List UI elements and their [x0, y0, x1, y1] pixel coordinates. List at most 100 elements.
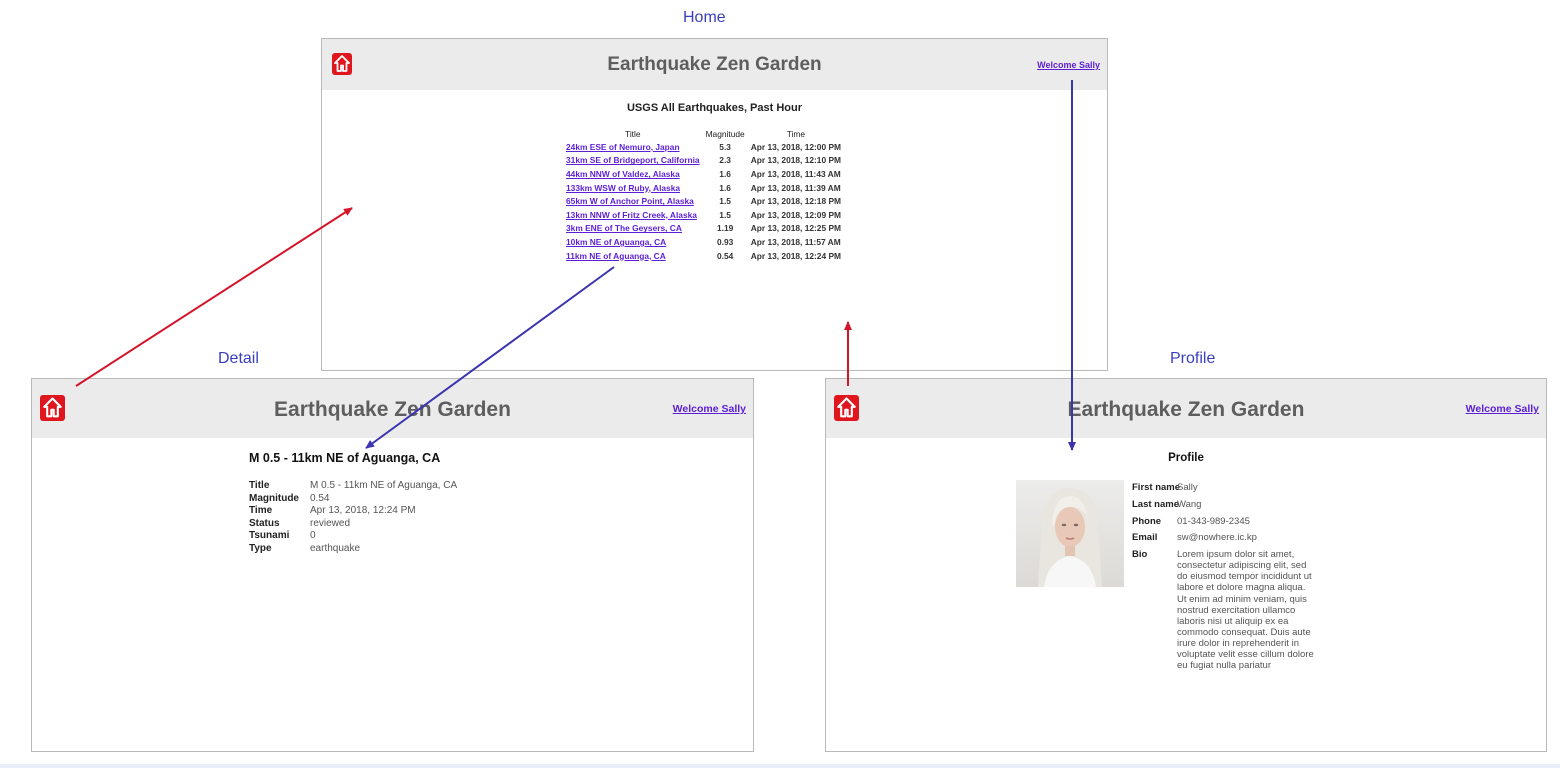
magnitude-cell: 2.3: [719, 155, 731, 166]
field-label: Bio: [1132, 549, 1148, 561]
time-cell: Apr 13, 2018, 12:18 PM: [750, 196, 842, 207]
earthquake-link[interactable]: 3km ENE of The Geysers, CA: [566, 223, 682, 234]
detail-screen-label: Detail: [218, 350, 259, 367]
detail-row-title: Title M 0.5 - 11km NE of Aguanga, CA: [249, 480, 457, 493]
field-label: Type: [249, 542, 272, 554]
profile-row-bio: Bio Lorem ipsum dolor sit amet, consectet…: [1132, 547, 1317, 671]
earthquake-table: Title Magnitude Time 24km ESE of Nemuro,…: [563, 128, 844, 262]
welcome-link[interactable]: Welcome Sally: [1037, 60, 1100, 70]
field-value: earthquake: [310, 542, 361, 554]
field-label: Time: [249, 505, 273, 516]
earthquake-link[interactable]: 11km NE of Aguanga, CA: [566, 250, 666, 261]
table-row: 44km NNW of Valdez, Alaska 1.6 Apr 13, 2…: [563, 167, 844, 181]
detail-screen: Earthquake Zen Garden Welcome Sally M 0.…: [31, 378, 754, 752]
field-label: Status: [249, 517, 280, 529]
detail-row-type: Type earthquake: [249, 543, 457, 556]
field-value: sw@nowhere.ic.kp: [1177, 532, 1257, 544]
detail-row-magnitude: Magnitude 0.54: [249, 493, 457, 506]
field-value: Lorem ipsum dolor sit amet, consectetur …: [1177, 549, 1314, 672]
profile-screen: Earthquake Zen Garden Welcome Sally Prof…: [825, 378, 1547, 752]
earthquake-link[interactable]: 24km ESE of Nemuro, Japan: [566, 141, 680, 152]
earthquake-link[interactable]: 44km NNW of Valdez, Alaska: [566, 168, 680, 179]
field-value: Apr 13, 2018, 12:24 PM: [310, 505, 416, 516]
profile-row-email: Email sw@nowhere.ic.kp: [1132, 530, 1317, 547]
welcome-link[interactable]: Welcome Sally: [672, 403, 746, 415]
field-value: 0.54: [310, 492, 330, 504]
time-cell: Apr 13, 2018, 12:00 PM: [750, 141, 842, 152]
app-title: Earthquake Zen Garden: [607, 54, 822, 75]
house-icon[interactable]: [834, 395, 859, 421]
profile-heading: Profile: [1168, 452, 1204, 464]
detail-row-status: Status reviewed: [249, 518, 457, 531]
field-label: First name: [1132, 482, 1181, 493]
field-value: M 0.5 - 11km NE of Aguanga, CA: [310, 480, 458, 491]
field-value: Sally: [1177, 482, 1198, 493]
magnitude-cell: 0.93: [716, 236, 734, 247]
earthquake-link[interactable]: 10km NE of Aguanga, CA: [566, 236, 667, 247]
table-row: 133km WSW of Ruby, Alaska 1.6 Apr 13, 20…: [563, 181, 844, 195]
field-label: Email: [1132, 532, 1158, 544]
field-label: Tsunami: [249, 530, 290, 541]
page-subtitle: USGS All Earthquakes, Past Hour: [626, 102, 803, 114]
profile-row-phone: Phone 01-343-989-2345: [1132, 514, 1317, 531]
field-value: Wang: [1177, 498, 1202, 510]
app-title: Earthquake Zen Garden: [274, 398, 511, 421]
home-screen-label: Home: [683, 9, 726, 26]
column-header-title[interactable]: Title: [625, 128, 641, 139]
house-icon[interactable]: [332, 53, 352, 75]
app-title: Earthquake Zen Garden: [1067, 398, 1305, 421]
magnitude-cell: 5.3: [719, 141, 731, 152]
field-value: reviewed: [310, 517, 351, 529]
table-row: 31km SE of Bridgeport, California 2.3 Ap…: [563, 154, 844, 168]
header-bar: Earthquake Zen Garden Welcome Sally: [826, 379, 1546, 438]
detail-fields: Title M 0.5 - 11km NE of Aguanga, CA Magn…: [249, 480, 457, 555]
earthquake-link[interactable]: 13km NNW of Fritz Creek, Alaska: [566, 209, 697, 220]
magnitude-cell: 1.5: [719, 196, 731, 207]
earthquake-link[interactable]: 133km WSW of Ruby, Alaska: [566, 182, 681, 193]
time-cell: Apr 13, 2018, 12:09 PM: [750, 209, 842, 220]
bottom-strip: [0, 764, 1560, 768]
field-label: Phone: [1132, 515, 1162, 527]
profile-screen-label: Profile: [1170, 350, 1216, 367]
field-label: Title: [249, 480, 270, 491]
table-row: 10km NE of Aguanga, CA 0.93 Apr 13, 2018…: [563, 235, 844, 249]
table-row: 65km W of Anchor Point, Alaska 1.5 Apr 1…: [563, 194, 844, 208]
table-row: 24km ESE of Nemuro, Japan 5.3 Apr 13, 20…: [563, 140, 844, 154]
header-bar: Earthquake Zen Garden Welcome Sally: [32, 379, 753, 438]
time-cell: Apr 13, 2018, 11:57 AM: [750, 236, 841, 247]
time-cell: Apr 13, 2018, 12:24 PM: [750, 250, 842, 261]
time-cell: Apr 13, 2018, 12:25 PM: [750, 223, 842, 234]
field-value: 01-343-989-2345: [1177, 515, 1250, 527]
time-cell: Apr 13, 2018, 11:43 AM: [750, 168, 841, 179]
column-header-time[interactable]: Time: [786, 128, 805, 139]
time-cell: Apr 13, 2018, 11:39 AM: [750, 182, 841, 193]
detail-heading: M 0.5 - 11km NE of Aguanga, CA: [249, 451, 441, 465]
column-header-magnitude[interactable]: Magnitude: [705, 128, 745, 139]
house-icon[interactable]: [40, 395, 65, 421]
magnitude-cell: 1.5: [719, 209, 731, 220]
table-row: 11km NE of Aguanga, CA 0.54 Apr 13, 2018…: [563, 249, 844, 263]
magnitude-cell: 1.19: [716, 223, 734, 234]
earthquake-link[interactable]: 65km W of Anchor Point, Alaska: [566, 196, 694, 207]
table-row: 13km NNW of Fritz Creek, Alaska 1.5 Apr …: [563, 208, 844, 222]
welcome-link[interactable]: Welcome Sally: [1465, 403, 1539, 415]
table-header-row: Title Magnitude Time: [563, 128, 844, 140]
earthquake-link[interactable]: 31km SE of Bridgeport, California: [566, 155, 700, 166]
detail-row-time: Time Apr 13, 2018, 12:24 PM: [249, 505, 457, 518]
time-cell: Apr 13, 2018, 12:10 PM: [750, 155, 842, 166]
magnitude-cell: 1.6: [719, 182, 731, 193]
field-label: Last name: [1132, 498, 1179, 510]
header-bar: Earthquake Zen Garden Welcome Sally: [322, 39, 1107, 90]
magnitude-cell: 1.6: [719, 168, 731, 179]
field-value: 0: [310, 530, 316, 541]
table-row: 3km ENE of The Geysers, CA 1.19 Apr 13, …: [563, 222, 844, 236]
profile-photo: [1016, 480, 1124, 587]
detail-row-tsunami: Tsunami 0: [249, 530, 457, 543]
magnitude-cell: 0.54: [716, 250, 734, 261]
field-label: Magnitude: [249, 492, 299, 504]
home-screen: Earthquake Zen Garden Welcome Sally USGS…: [321, 38, 1108, 371]
arrow-detail-to-home: [75, 207, 353, 387]
